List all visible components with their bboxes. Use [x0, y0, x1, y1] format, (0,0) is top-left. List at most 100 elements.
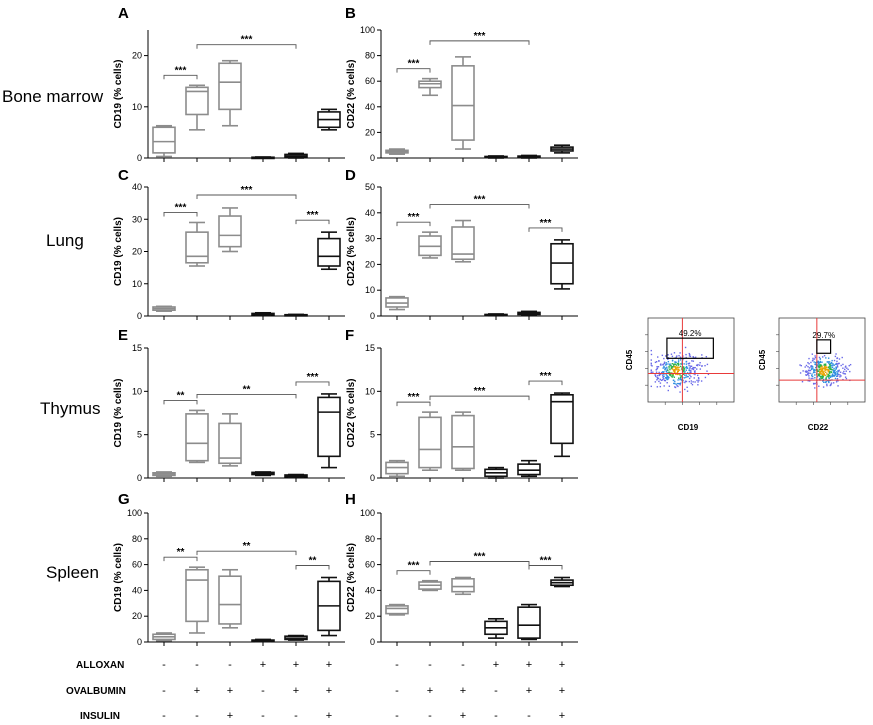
flow-event-dot	[663, 361, 666, 363]
box-2	[185, 409, 209, 464]
flow-event-dot	[808, 367, 811, 369]
flow-event-dot	[821, 370, 823, 372]
flow-event-dot	[830, 368, 833, 371]
y-tick-label: 10	[132, 386, 142, 396]
flow-event-dot	[835, 353, 837, 355]
flow-event-dot	[810, 377, 812, 380]
flow-event-dot	[833, 364, 836, 366]
bracket-line	[163, 74, 198, 80]
flow-event-dot	[814, 371, 816, 374]
flow-event-dot	[684, 346, 687, 349]
flow-event-dot	[660, 363, 662, 365]
panel-letter-e: E	[118, 327, 128, 344]
treatment-symbol: +	[559, 685, 565, 697]
significance-bracket: **	[163, 390, 198, 405]
y-tick-label: 30	[132, 214, 142, 224]
treatment-symbol: -	[461, 659, 465, 671]
flow-event-dot	[821, 376, 823, 378]
flow-event-dot	[662, 373, 664, 376]
flow-event-dot	[841, 356, 843, 359]
flow-event-dot	[836, 366, 839, 368]
treatment-symbol: -	[195, 659, 199, 671]
flow-event-dot	[679, 352, 681, 354]
y-tick-label: 0	[137, 473, 142, 483]
flow-event-dot	[672, 365, 675, 367]
flow-event-dot	[849, 370, 851, 373]
flow-event-dot	[811, 360, 814, 362]
flow-event-dot	[821, 377, 823, 379]
flow-event-dot	[685, 356, 687, 359]
flow-event-dot	[679, 365, 682, 368]
flow-event-dot	[683, 371, 686, 373]
flow-event-dot	[665, 377, 667, 380]
y-tick-label: 0	[137, 637, 142, 647]
flow-event-dot	[659, 378, 662, 381]
box-4	[251, 311, 275, 317]
flow-event-dot	[825, 377, 827, 379]
flow-event-dot	[805, 371, 807, 373]
flow-event-dot	[839, 376, 841, 378]
box-4	[251, 638, 275, 643]
flow-event-dot	[663, 366, 665, 368]
flow-event-dot	[694, 371, 696, 374]
panel-letter-b: B	[345, 5, 356, 22]
flow-event-dot	[680, 363, 682, 365]
panel-letter-d: D	[345, 167, 356, 184]
flow-event-dot	[674, 366, 676, 369]
box-iqr	[218, 422, 242, 465]
flow-event-dot	[807, 373, 810, 375]
flow-event-dot	[650, 369, 653, 372]
flow-event-dot	[683, 369, 685, 372]
flow-event-dot	[811, 367, 813, 369]
flow-event-dot	[845, 377, 848, 380]
flow-event-dot	[819, 372, 822, 375]
flow-event-dot	[808, 357, 810, 360]
flow-event-dot	[678, 382, 680, 385]
box-4	[251, 156, 275, 160]
flow-event-dot	[674, 382, 676, 385]
flow-event-dot	[675, 361, 677, 364]
flow-event-dot	[697, 381, 699, 383]
flow-event-dot	[672, 375, 674, 377]
flow-event-dot	[692, 381, 694, 383]
flow-event-dot	[688, 369, 690, 371]
flow-event-dot	[827, 357, 830, 359]
y-tick-label: 10	[365, 386, 375, 396]
flow-event-dot	[818, 366, 820, 369]
flow-event-dot	[832, 364, 834, 367]
flow-event-dot	[682, 379, 684, 382]
flow-event-dot	[845, 365, 847, 367]
flow-event-dot	[823, 381, 825, 383]
flow-event-dot	[690, 370, 692, 372]
flow-event-dot	[822, 371, 824, 373]
significance-label: ***	[175, 202, 187, 213]
flow-event-dot	[807, 380, 809, 382]
flow-event-dot	[663, 377, 665, 380]
significance-bracket: ***	[396, 59, 431, 73]
flow-event-dot	[814, 374, 816, 376]
flow-event-dot	[674, 386, 676, 388]
flow-event-dot	[692, 368, 695, 371]
flow-event-dot	[834, 374, 836, 376]
flow-event-dot	[799, 364, 801, 366]
panel-letter-a: A	[118, 5, 129, 22]
treatment-symbol: -	[395, 659, 399, 671]
box-iqr	[451, 226, 475, 261]
flow-event-dot	[666, 375, 668, 377]
y-tick-label: 50	[365, 182, 375, 192]
flow-event-dot	[689, 355, 692, 358]
flow-event-dot	[828, 366, 830, 368]
flow-event-dot	[817, 374, 820, 377]
flow-event-dot	[806, 371, 809, 373]
flow-event-dot	[825, 378, 827, 380]
significance-label: ***	[241, 185, 253, 196]
y-tick-label: 100	[360, 508, 375, 518]
flow-event-dot	[677, 362, 679, 365]
flow-event-dot	[808, 375, 810, 377]
flow-event-dot	[842, 378, 844, 381]
flow-event-dot	[672, 363, 675, 366]
flow-event-dot	[651, 365, 653, 367]
flow-event-dot	[661, 379, 663, 382]
box-iqr	[218, 215, 242, 248]
